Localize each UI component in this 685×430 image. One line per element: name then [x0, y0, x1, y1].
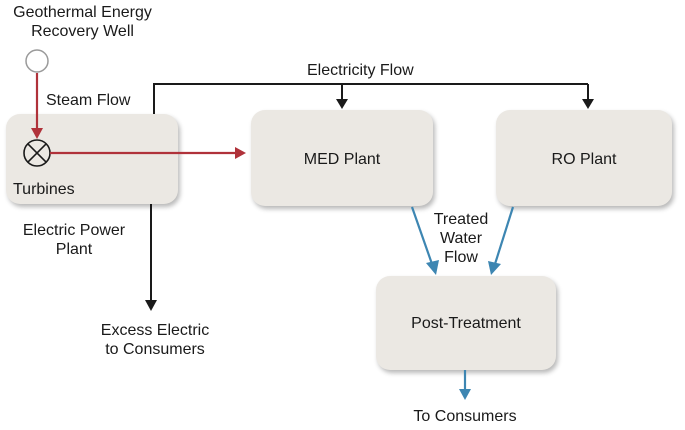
- electric-power-plant-label: Electric Power Plant: [10, 221, 138, 259]
- well-label: Geothermal Energy Recovery Well: [0, 3, 165, 41]
- post-treatment-box: [376, 276, 556, 370]
- to-consumers-arrowhead: [459, 389, 471, 400]
- steam-flow-label: Steam Flow: [46, 92, 131, 109]
- ro-plant-label: RO Plant: [551, 151, 617, 168]
- excess-label-line1: Excess Electric: [100, 322, 210, 339]
- turbines-label: Turbines: [13, 181, 75, 198]
- treated-water-ro-arrowhead: [488, 261, 501, 275]
- steam-flow-arrowhead-down: [31, 128, 43, 139]
- excess-electric-arrowhead: [145, 300, 157, 311]
- recovery-well-icon: [25, 49, 49, 73]
- excess-electric-label: Excess Electric to Consumers: [70, 321, 240, 359]
- steam-flow-arrowhead-med: [235, 147, 246, 159]
- treated-label-line2: Water: [439, 230, 483, 247]
- ro-plant-box: [496, 110, 672, 206]
- treated-label-line1: Treated: [433, 211, 489, 228]
- post-treatment-label: Post-Treatment: [411, 315, 521, 332]
- med-plant-box: [251, 110, 433, 206]
- well-label-line2: Recovery Well: [31, 23, 134, 40]
- electricity-to-med-arrowhead: [336, 99, 348, 109]
- to-consumers-label: To Consumers: [413, 408, 517, 425]
- turbine-icon: [23, 139, 51, 167]
- electricity-to-ro-arrowhead: [582, 99, 594, 109]
- well-label-line1: Geothermal Energy: [13, 4, 152, 21]
- electricity-flow-line: [153, 83, 588, 114]
- treated-label-line3: Flow: [444, 249, 478, 266]
- treated-water-med-line: [410, 206, 434, 265]
- power-plant-label-line2: Plant: [55, 241, 93, 258]
- treated-water-flow-label: Treated Water Flow: [421, 210, 501, 267]
- med-plant-label: MED Plant: [303, 151, 381, 168]
- excess-label-line2: to Consumers: [105, 341, 205, 358]
- electricity-flow-label: Electricity Flow: [307, 62, 414, 79]
- treated-water-med-arrowhead: [426, 260, 439, 275]
- power-plant-label-line1: Electric Power: [22, 222, 126, 239]
- treated-water-ro-line: [493, 206, 515, 265]
